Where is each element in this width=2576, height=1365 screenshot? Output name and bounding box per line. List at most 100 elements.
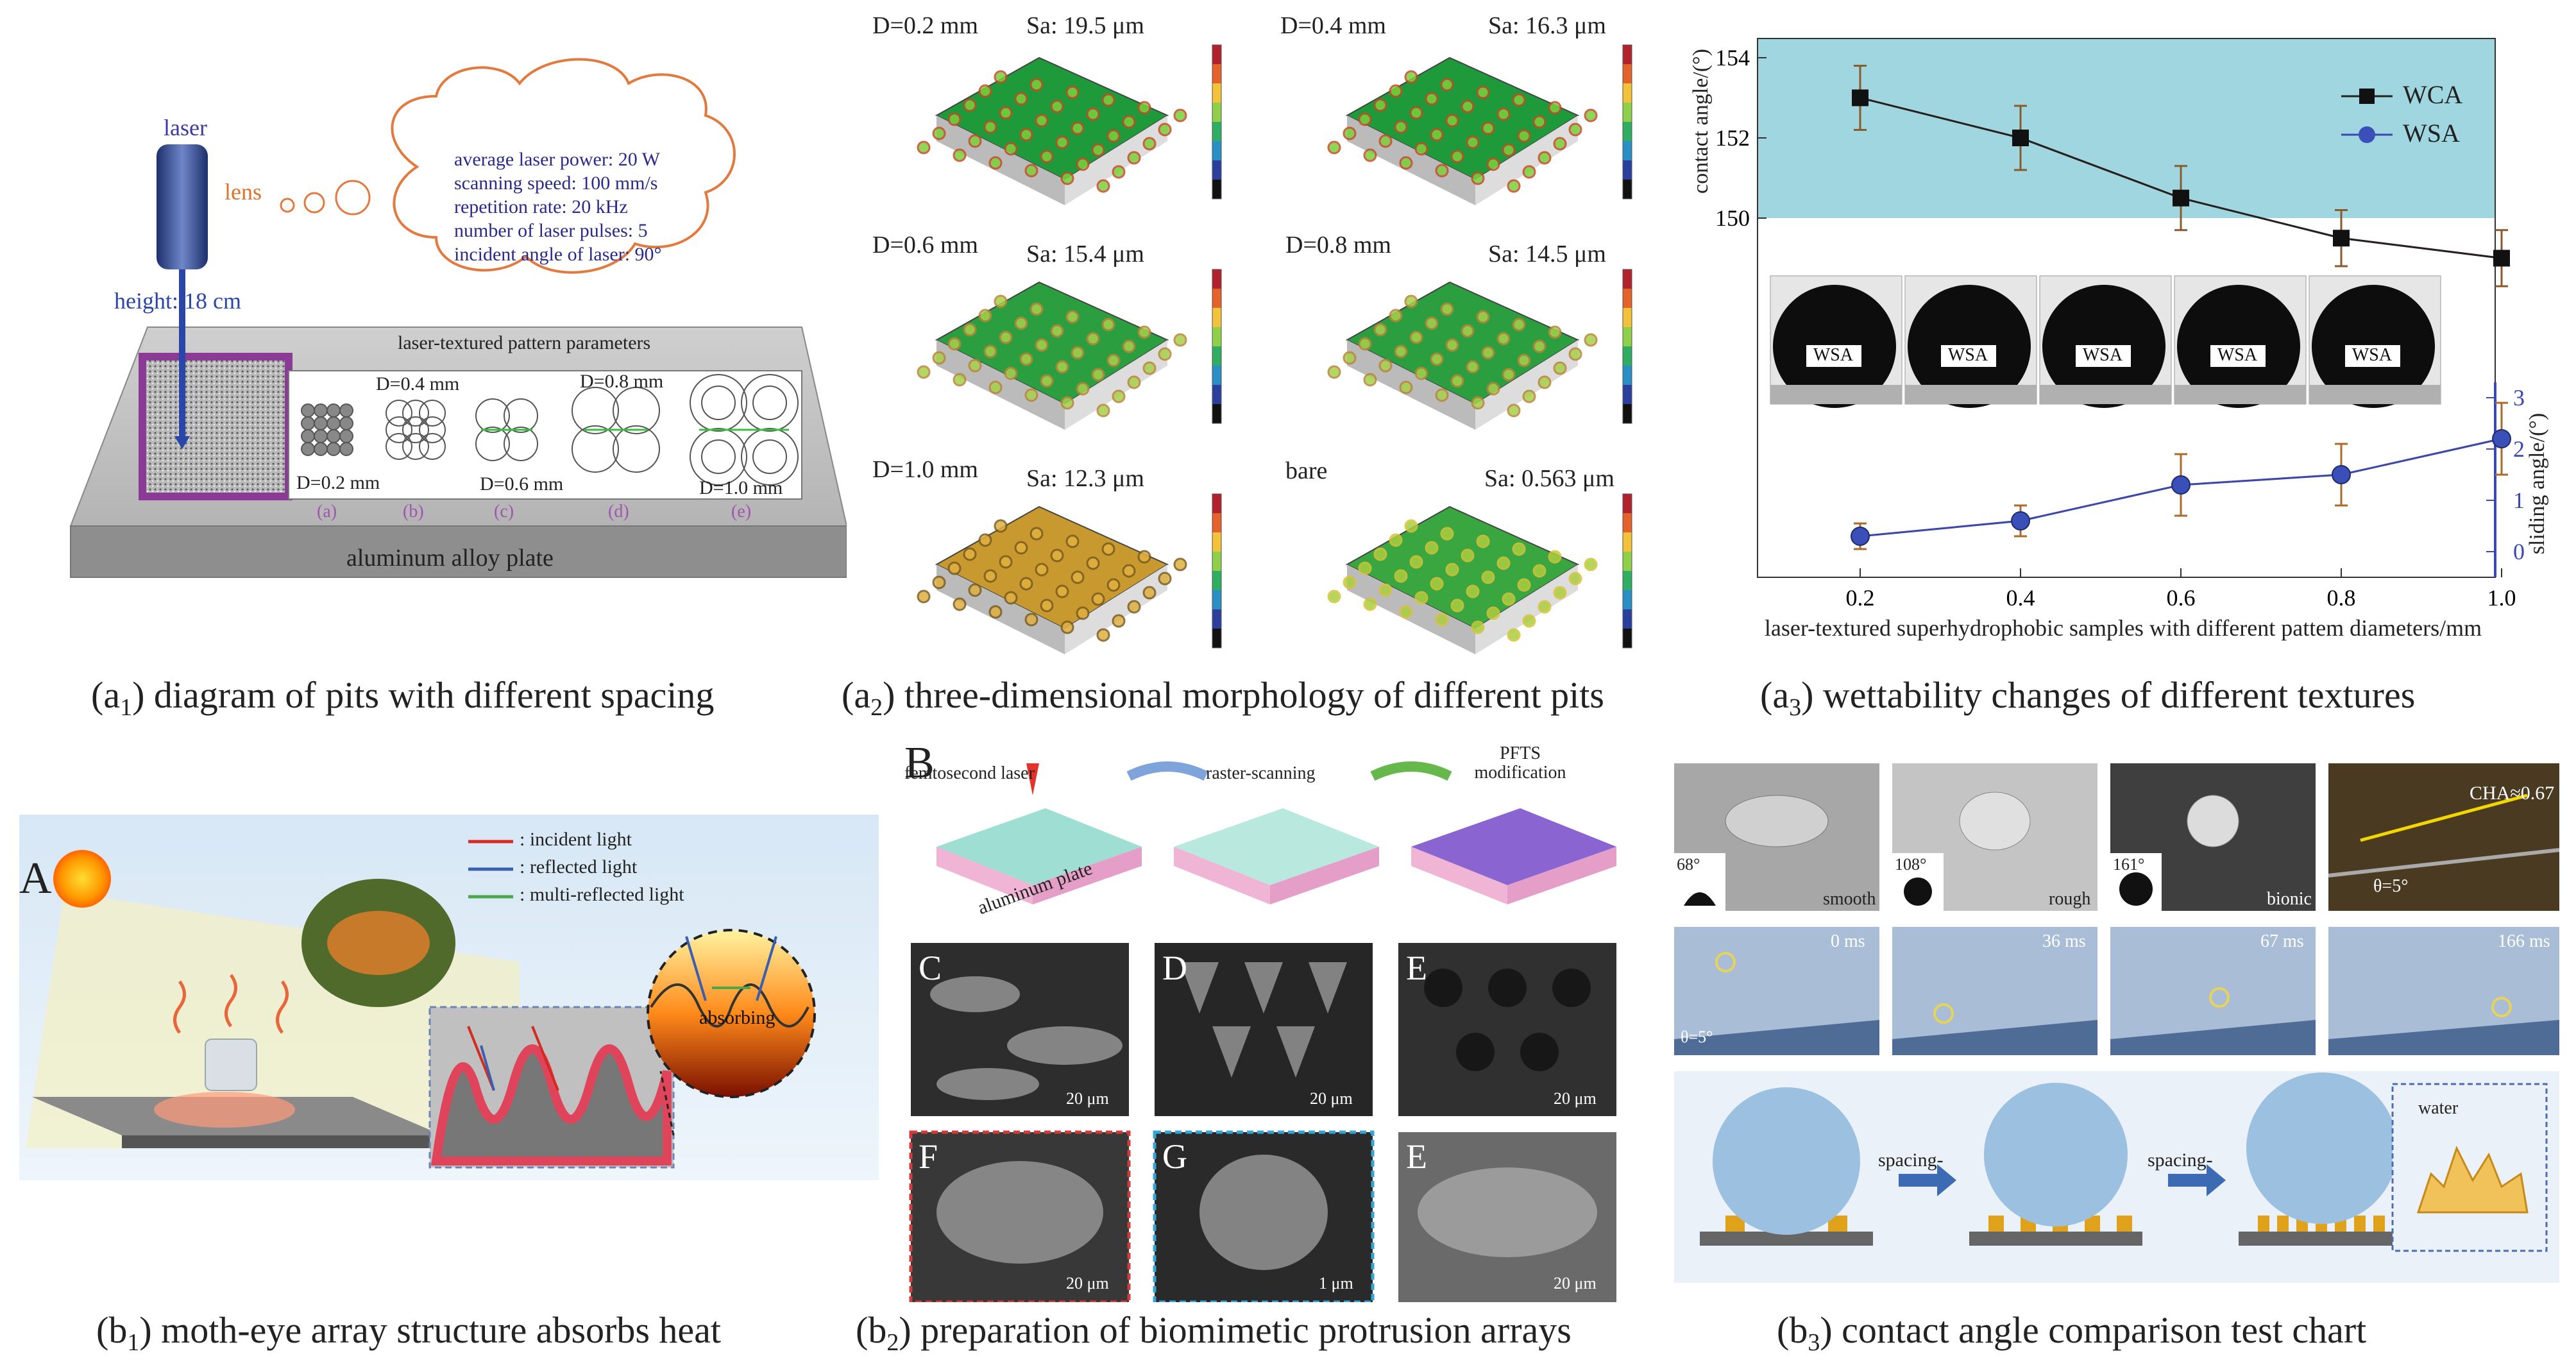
surface-tile	[1327, 269, 1632, 430]
surface-side	[1065, 115, 1167, 205]
surface-bump	[1112, 389, 1126, 403]
surface-bump	[1122, 115, 1136, 129]
surface-bump	[1373, 98, 1387, 112]
surface-bump	[932, 575, 946, 589]
caption-sub: 1	[120, 694, 133, 721]
caption-text: ) contact angle comparison test chart	[1820, 1309, 2367, 1351]
surface-bump	[1137, 101, 1151, 115]
droplet-substrate	[2040, 385, 2171, 404]
droplet-label-bg	[2345, 345, 2400, 367]
color-bar-segment	[1212, 289, 1221, 308]
surface-bump	[1404, 519, 1418, 533]
surface-bump	[1065, 310, 1080, 324]
tile-d-5: bare	[1285, 457, 1328, 484]
surface-bump	[1548, 101, 1562, 115]
color-bar-frame	[1622, 44, 1632, 199]
surface-bump	[1343, 575, 1357, 589]
panel-a2: D=0.2 mm Sa: 19.5 μm D=0.4 mm Sa: 16.3 μ…	[872, 0, 1642, 674]
surface-bump	[968, 134, 982, 148]
x-tick-label: 0.4	[2006, 585, 2035, 611]
b2-process	[909, 761, 1616, 1304]
surface-bump	[1137, 325, 1151, 339]
surface-bump	[1517, 353, 1531, 368]
surface-bump	[1060, 171, 1074, 185]
surface-bump	[999, 106, 1013, 120]
surface-bump	[1517, 129, 1531, 143]
surface-bump	[1502, 143, 1516, 157]
color-bar-segment	[1212, 532, 1221, 552]
color-bar-segment	[1212, 64, 1221, 83]
surface-bump	[1568, 347, 1582, 361]
surface-bump	[1086, 556, 1100, 570]
a2-morphology	[917, 44, 1632, 654]
surface-bump	[1389, 309, 1403, 323]
droplet-substrate	[2309, 385, 2441, 404]
param-line: repetition rate: 20 kHz	[454, 196, 628, 217]
color-bar-segment	[1623, 609, 1632, 629]
surface-bump	[1019, 352, 1033, 366]
color-bar-segment	[1212, 160, 1221, 180]
surface-bump	[1512, 93, 1526, 107]
surface-bump	[1450, 374, 1464, 388]
surface-bump	[1399, 156, 1413, 170]
surface-bump	[1112, 165, 1126, 179]
surface-bump	[1481, 570, 1495, 584]
tile-sa-5: Sa: 0.563 μm	[1484, 465, 1614, 492]
surface-bump	[1548, 325, 1562, 339]
surface-bump	[963, 323, 977, 337]
param-line: average laser power: 20 W	[454, 149, 660, 170]
sem-scale-F: 20 μm	[1066, 1274, 1109, 1293]
surface-bump	[1101, 318, 1115, 332]
surface-bump	[963, 98, 977, 112]
surface-bump	[1466, 584, 1480, 598]
droplet-label: WSA	[1813, 345, 1854, 365]
color-bar-frame	[1212, 493, 1222, 649]
surface-bump	[994, 294, 1008, 309]
surface-bump	[1466, 360, 1480, 374]
wsa-point	[1851, 527, 1870, 546]
surface-bump	[1327, 140, 1341, 155]
surface-bump	[983, 569, 997, 583]
caption-text: ) diagram of pits with different spacing	[132, 674, 715, 716]
surface-bump	[1096, 179, 1110, 193]
tile-sa-1: Sa: 16.3 μm	[1488, 12, 1606, 39]
caption-a2: (a2) three-dimensional morphology of dif…	[842, 674, 1604, 722]
droplet-label: WSA	[2083, 345, 2123, 365]
surface-bump	[1409, 106, 1423, 120]
surface-tile	[1327, 493, 1632, 654]
surface-bump	[932, 126, 946, 140]
surface-bump	[1091, 368, 1105, 382]
surface-bump	[978, 84, 992, 98]
surface-bump	[1553, 361, 1567, 375]
surface-bump	[1522, 165, 1536, 179]
color-bar-segment	[1212, 494, 1221, 513]
surface-bump	[1014, 92, 1028, 106]
surface-bump	[1055, 584, 1069, 598]
surface-bump	[953, 597, 967, 611]
surface-bump	[1476, 534, 1490, 548]
color-bar-segment	[1623, 269, 1632, 289]
angle-rough: 108°	[1895, 855, 1927, 874]
surface-bump	[1471, 171, 1485, 185]
surface-bump	[1538, 600, 1552, 614]
panel-b2: B femtosecond laser raster-scanning PFTS…	[898, 738, 1655, 1304]
surface-bump	[1091, 592, 1105, 606]
color-bar-segment	[1212, 308, 1221, 327]
surface-bump	[1086, 107, 1100, 121]
surface-bump	[1435, 164, 1449, 178]
surface-bump	[1050, 99, 1064, 114]
surface-bump	[1445, 114, 1459, 128]
color-bar-segment	[1623, 45, 1632, 64]
sem-scale-G: 1 μm	[1319, 1274, 1353, 1293]
tile-sa-2: Sa: 15.4 μm	[1026, 241, 1144, 267]
pattern-label-1: D=0.4 mm	[376, 373, 460, 394]
color-bar-segment	[1212, 45, 1221, 64]
surface-bump	[1409, 555, 1423, 569]
right-tick-label: 0	[2513, 539, 2525, 564]
step-pfts: PFTS modification	[1474, 743, 1566, 783]
legend-incident: : incident light	[520, 829, 632, 850]
x-tick-label: 0.6	[2167, 585, 2196, 611]
sem-tag-C: C	[919, 949, 942, 987]
absorbing-label: absorbing	[699, 1007, 775, 1028]
